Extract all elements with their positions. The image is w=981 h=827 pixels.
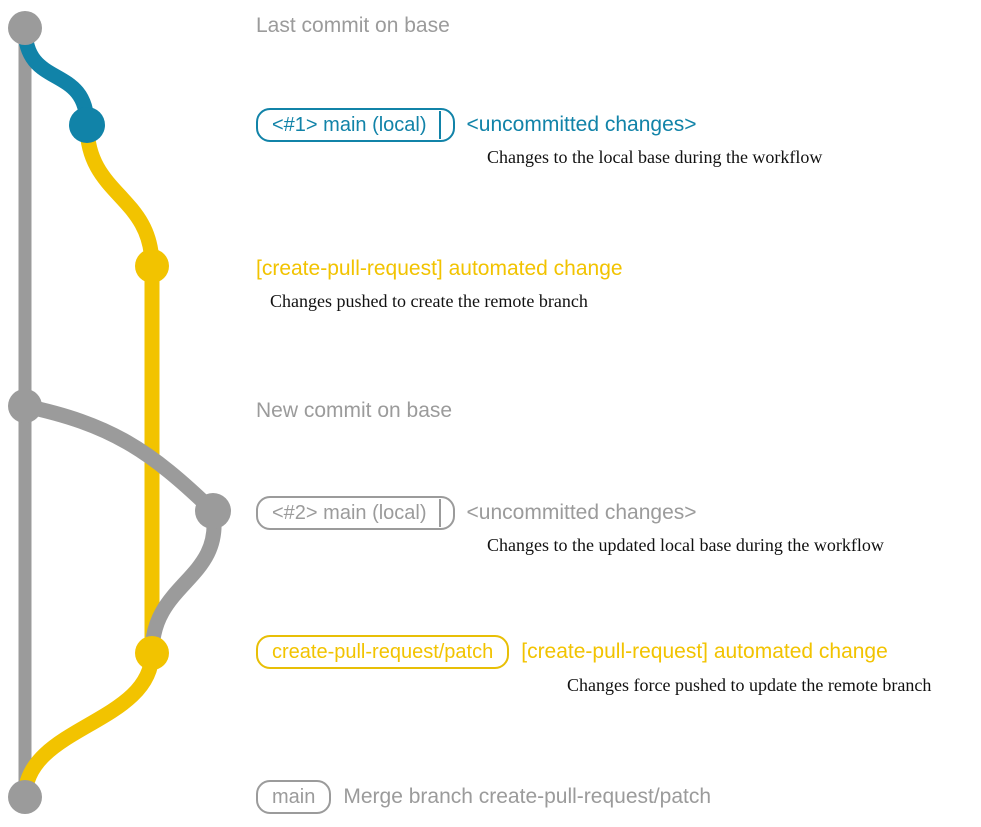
branch-pill-create-pull-request-patch[interactable]: create-pull-request/patch bbox=[256, 635, 510, 669]
branch-line-local-1 bbox=[17, 20, 95, 133]
entry-description: Changes force pushed to update the remot… bbox=[567, 675, 932, 695]
commit-node-local-2[interactable] bbox=[195, 493, 231, 529]
branch-line-local-2-to-patch-2 bbox=[144, 503, 222, 661]
branch-line-patch-merge bbox=[17, 645, 160, 805]
entry-automated-change-2: create-pull-request/patch [create-pull-r… bbox=[256, 635, 888, 669]
entry-merge-commit: main Merge branch create-pull-request/pa… bbox=[256, 780, 711, 814]
branch-pill-main[interactable]: main bbox=[256, 780, 332, 814]
branch-pill-main-local-2[interactable]: <#2> main (local) bbox=[256, 496, 455, 530]
commit-node-base-new[interactable] bbox=[8, 389, 42, 423]
entry-headline: [create-pull-request] automated change bbox=[521, 640, 888, 663]
entry-headline: Merge branch create-pull-request/patch bbox=[343, 785, 712, 808]
entry-headline: New commit on base bbox=[256, 399, 453, 422]
branch-line-patch-upper bbox=[79, 117, 160, 661]
entry-description: Changes pushed to create the remote bran… bbox=[270, 291, 588, 311]
entry-last-commit-on-base: Last commit on base bbox=[256, 9, 450, 43]
entry-local-change-1: <#1> main (local) <uncommitted changes> bbox=[256, 108, 697, 142]
entry-automated-change-1: [create-pull-request] automated change bbox=[256, 252, 623, 286]
entry-new-commit-on-base: New commit on base bbox=[256, 394, 452, 428]
commit-node-patch-2[interactable] bbox=[135, 636, 169, 670]
entry-headline: Last commit on base bbox=[256, 14, 450, 37]
commit-node-merge-bottom[interactable] bbox=[8, 780, 42, 814]
entry-description: Changes to the local base during the wor… bbox=[487, 147, 823, 167]
commit-node-local-1[interactable] bbox=[69, 107, 105, 143]
commit-node-base-top[interactable] bbox=[8, 11, 42, 45]
branch-pill-main-local-1[interactable]: <#1> main (local) bbox=[256, 108, 455, 142]
entry-description: Changes to the updated local base during… bbox=[487, 535, 884, 555]
branch-line-base-to-local-2 bbox=[17, 398, 221, 519]
commit-node-patch-1[interactable] bbox=[135, 249, 169, 283]
entry-headline: <uncommitted changes> bbox=[466, 501, 697, 524]
entry-headline: [create-pull-request] automated change bbox=[256, 257, 623, 280]
entry-local-change-2: <#2> main (local) <uncommitted changes> bbox=[256, 496, 697, 530]
entry-headline: <uncommitted changes> bbox=[466, 113, 697, 136]
